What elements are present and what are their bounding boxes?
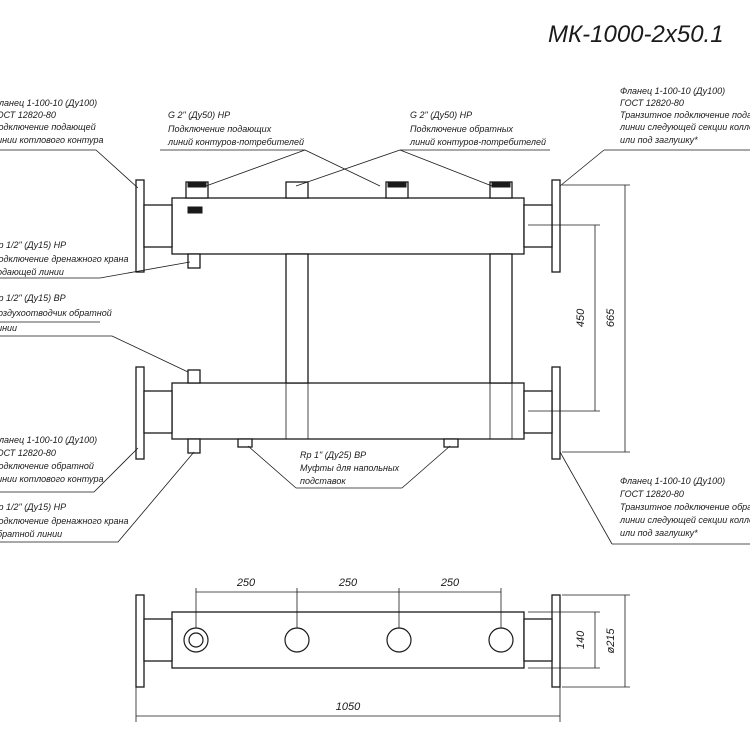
- vent-fitting: [187, 369, 201, 384]
- front-view: [135, 179, 561, 460]
- flange-top-right: [551, 179, 561, 273]
- flange-neck-bottom-right: [523, 390, 553, 434]
- flange-neck-bottom-left: [143, 390, 173, 434]
- label-flange-tr: Фланец 1-100-10 (Ду100) ГОСТ 12820-80 Тр…: [619, 86, 750, 145]
- drain-fitting-top: [187, 253, 201, 269]
- dim-spacing-1: 250: [236, 577, 256, 589]
- dim-spacing-3: 250: [440, 577, 460, 589]
- plan-view: 250 250 250 1050 140 ø215: [135, 577, 630, 722]
- label-flange-tl: Фланец 1-100-10 (Ду100) ГОСТ 12820-80 По…: [0, 98, 104, 145]
- flange-neck-top-right: [523, 204, 553, 248]
- label-sleeves: Rp 1" (Ду25) ВР Муфты для напольных подс…: [300, 450, 402, 486]
- dim-spacing-2: 250: [338, 577, 358, 589]
- vertical-tube-right: [489, 253, 513, 384]
- plan-flange-neck-left: [143, 618, 173, 662]
- front-dimensions: 450 665: [528, 184, 630, 453]
- top-header-pipe: [171, 197, 525, 255]
- nameplate-icon: [187, 206, 203, 214]
- flange-top-left: [135, 179, 145, 273]
- floor-sleeve-right: [443, 438, 459, 448]
- dim-pipe-dia: 140: [575, 630, 587, 649]
- floor-sleeve-left: [237, 438, 253, 448]
- drawing-title: МК-1000-2х50.1: [548, 21, 724, 48]
- drain-fitting-bottom: [187, 438, 201, 454]
- flange-bottom-right: [551, 366, 561, 460]
- bottom-header-pipe: [171, 382, 525, 440]
- dim-height-outer: 665: [605, 308, 617, 327]
- label-vent: Rp 1/2" (Ду15) ВР Воздухоотводчик обратн…: [0, 293, 114, 333]
- dim-height-inner: 450: [575, 308, 587, 327]
- plan-header-pipe: [171, 611, 525, 669]
- label-flange-bl: Фланец 1-100-10 (Ду100) ГОСТ 12820-80 По…: [0, 435, 104, 484]
- flange-neck-top-left: [143, 204, 173, 248]
- label-drain-bottom: Rp 1/2" (Ду15) НР Подключение дренажного…: [0, 502, 131, 539]
- dim-flange-dia: ø215: [605, 628, 617, 654]
- plan-flange-neck-right: [523, 618, 553, 662]
- callouts: Фланец 1-100-10 (Ду100) ГОСТ 12820-80 По…: [0, 86, 750, 545]
- label-drain-top: Rp 1/2" (Ду15) НР Подключение дренажного…: [0, 240, 131, 277]
- label-g2-return: G 2" (Ду50) НР Подключение обратных лини…: [409, 110, 546, 147]
- plan-flange-left: [135, 594, 145, 688]
- flange-bottom-left: [135, 366, 145, 460]
- nozzle-supply-2: [285, 181, 309, 199]
- label-flange-br: Фланец 1-100-10 (Ду100) ГОСТ 12820-80 Тр…: [619, 476, 750, 538]
- label-g2-supply: G 2" (Ду50) НР Подключение подающих лини…: [167, 110, 304, 147]
- plan-flange-right: [551, 594, 561, 688]
- dim-total-length: 1050: [336, 701, 361, 713]
- vertical-tube-left: [285, 253, 309, 384]
